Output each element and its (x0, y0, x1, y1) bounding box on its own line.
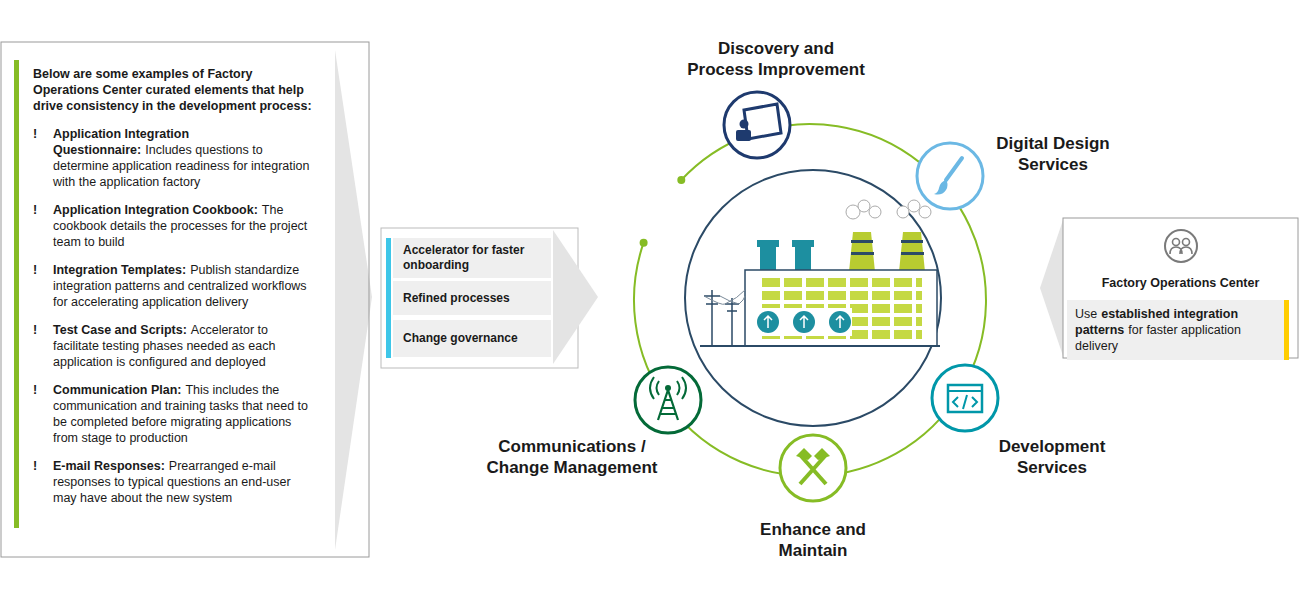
stage-label: Development Services (986, 436, 1118, 478)
stage-label: Communications / Change Management (480, 436, 664, 478)
accent-bar (386, 238, 391, 358)
bullet-item: !Communication Plan:This includes the co… (33, 382, 313, 446)
benefit-band: Refined processes (393, 281, 551, 315)
bullet-text: Application Integration Cookbook:The coo… (53, 202, 313, 250)
stage-label: Enhance and Maintain (758, 519, 868, 561)
maintain-icon (780, 435, 846, 501)
box-frame (381, 228, 578, 368)
bullet-item: !Integration Templates:Publish standardi… (33, 262, 313, 310)
cycle-ring (634, 124, 986, 476)
item-term: Application Integration Cookbook: (53, 203, 258, 217)
bullet-mark: ! (33, 202, 53, 250)
box-title: Factory Operations Center (1063, 276, 1298, 290)
stage-label: Discovery and Process Improvement (684, 38, 868, 80)
bullet-mark: ! (33, 322, 53, 370)
node-text: Discovery and Process Improvement (684, 38, 868, 80)
panel-frame (1, 42, 369, 557)
item-term: Integration Templates: (53, 263, 186, 277)
chevron (553, 230, 598, 364)
bullet-item: !E-mail Responses:Prearranged e-mail res… (33, 458, 313, 506)
bullet-item: !Application Integration Questionnaire:I… (33, 126, 313, 190)
accent-bar (14, 60, 19, 528)
factory-illustration (685, 170, 941, 426)
bullet-mark: ! (33, 382, 53, 446)
info-panel: Below are some examples of Factory Opera… (1, 42, 369, 557)
operations-box: Factory Operations CenterUseestablished … (1063, 218, 1298, 366)
item-term: Communication Plan: (53, 383, 181, 397)
item-term: E-mail Responses: (53, 459, 165, 473)
ring-dot (640, 239, 648, 247)
chevron (335, 50, 372, 550)
chevron (1040, 220, 1063, 356)
bullet-mark: ! (33, 262, 53, 310)
bullet-text: Application Integration Questionnaire:In… (53, 126, 313, 190)
development-icon (932, 365, 998, 431)
bullet-text: Test Case and Scripts:Accelerator to fac… (53, 322, 313, 370)
pattern-band: Useestablished integration patternsfor f… (1067, 300, 1289, 360)
people-icon (1165, 230, 1197, 262)
node-text: Development Services (986, 436, 1118, 478)
design-icon (917, 143, 983, 209)
benefit-band: Change governance (393, 320, 551, 357)
node-text: Enhance and Maintain (758, 519, 868, 561)
bullet-mark: ! (33, 458, 53, 506)
bullet-text: Integration Templates:Publish standardiz… (53, 262, 313, 310)
node-text: Communications / Change Management (480, 436, 664, 478)
stage-label: Digital Design Services (987, 133, 1119, 175)
bullet-text: Communication Plan:This includes the com… (53, 382, 313, 446)
bullet-item: !Test Case and Scripts:Accelerator to fa… (33, 322, 313, 370)
node-text: Change governance (403, 331, 518, 346)
band-text: Use (1075, 307, 1097, 321)
bullet-item: !Application Integration Cookbook:The co… (33, 202, 313, 250)
communications-icon (635, 367, 701, 433)
bullet-mark: ! (33, 126, 53, 190)
panel-content: Below are some examples of Factory Opera… (33, 66, 313, 506)
bullet-text: E-mail Responses:Prearranged e-mail resp… (53, 458, 313, 506)
benefit-band: Accelerator for faster onboarding (393, 238, 551, 278)
discovery-icon (724, 92, 790, 158)
panel-heading: Below are some examples of Factory Opera… (33, 66, 313, 114)
node-text: Refined processes (403, 291, 510, 306)
node-text: Accelerator for faster onboarding (403, 243, 541, 273)
item-term: Test Case and Scripts: (53, 323, 187, 337)
ring-dot (677, 176, 685, 184)
node-text: Digital Design Services (987, 133, 1119, 175)
